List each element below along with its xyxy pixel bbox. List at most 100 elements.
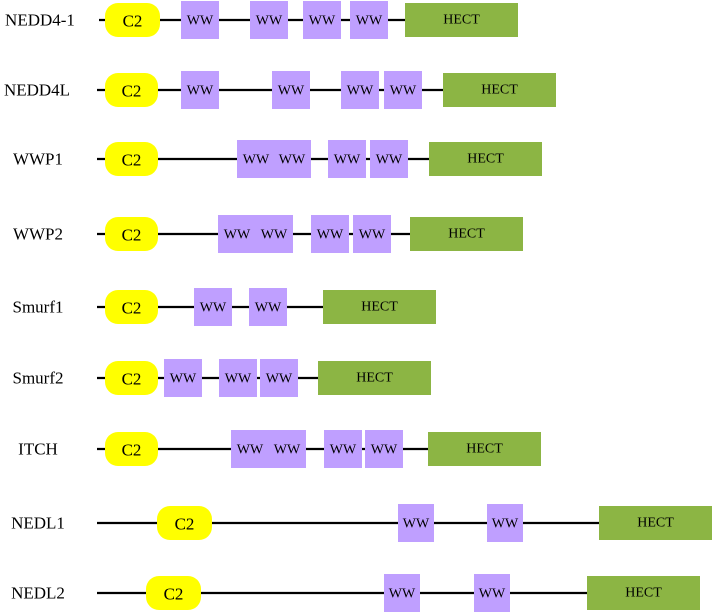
ww-domain — [181, 71, 219, 109]
hect-domain — [428, 432, 541, 466]
ww-domain — [384, 71, 422, 109]
ww-domain-label: WW — [274, 443, 301, 458]
ww-domain — [260, 359, 298, 397]
protein-name: NEDL1 — [11, 514, 65, 533]
c2-domain — [157, 506, 212, 540]
ww-domain — [487, 504, 523, 542]
ww-domain-label: WW — [170, 372, 197, 387]
ww-domain — [218, 215, 256, 253]
c2-domain-label: C2 — [122, 226, 142, 245]
ww-domain — [249, 288, 287, 326]
c2-domain — [105, 217, 158, 251]
hect-domain — [429, 142, 542, 176]
ww-domain — [474, 574, 510, 612]
ww-domain-label: WW — [479, 587, 506, 602]
protein-row-nedd4-1: NEDD4-1 C2 WW WW WW WW HECT — [5, 1, 518, 39]
ww-domain — [370, 140, 408, 178]
ww-domain-label: WW — [334, 153, 361, 168]
ww-domain-label: WW — [371, 443, 398, 458]
hect-domain — [318, 361, 431, 395]
ww-domain-label: WW — [279, 153, 306, 168]
ww-domain — [398, 504, 434, 542]
ww-domain — [272, 71, 310, 109]
ww-domain-label: WW — [266, 372, 293, 387]
ww-domain — [237, 140, 275, 178]
protein-name: WWP1 — [13, 150, 63, 169]
protein-row-nedl2: NEDL2 C2 WW WW HECT — [11, 574, 700, 612]
hect-domain — [599, 506, 712, 540]
protein-name: Smurf2 — [13, 369, 64, 388]
hect-domain-label: HECT — [625, 586, 662, 601]
hect-domain — [405, 3, 518, 37]
ww-domain — [273, 140, 311, 178]
hect-domain — [410, 217, 523, 251]
protein-row-smurf1: Smurf1 C2 WW WW HECT — [13, 288, 436, 326]
protein-name: Smurf1 — [13, 298, 64, 317]
ww-domain — [255, 215, 293, 253]
ww-domain — [350, 1, 388, 39]
ww-domain-label: WW — [200, 301, 227, 316]
ww-domain-label: WW — [261, 228, 288, 243]
c2-domain-label: C2 — [123, 12, 143, 31]
protein-name: NEDD4L — [4, 81, 70, 100]
protein-name: NEDL2 — [11, 584, 65, 603]
ww-domain — [219, 359, 257, 397]
ww-domain — [328, 140, 366, 178]
c2-domain — [105, 142, 158, 176]
ww-domain-label: WW — [187, 14, 214, 29]
c2-domain — [105, 290, 158, 324]
protein-name: ITCH — [18, 440, 58, 459]
hect-domain-label: HECT — [443, 13, 480, 28]
hect-domain — [323, 290, 436, 324]
ww-domain — [311, 215, 349, 253]
c2-domain-label: C2 — [122, 82, 142, 101]
ww-domain-label: WW — [309, 14, 336, 29]
ww-domain-label: WW — [389, 587, 416, 602]
c2-domain-label: C2 — [122, 151, 142, 170]
c2-domain — [105, 361, 158, 395]
hect-domain-label: HECT — [481, 83, 518, 98]
c2-domain-label: C2 — [175, 515, 195, 534]
ww-domain — [341, 71, 379, 109]
ww-domain-label: WW — [256, 14, 283, 29]
ww-domain — [384, 574, 420, 612]
hect-domain-label: HECT — [466, 442, 503, 457]
ww-domain — [231, 430, 269, 468]
hect-domain-label: HECT — [467, 152, 504, 167]
c2-domain — [105, 3, 160, 37]
ww-domain-label: WW — [278, 84, 305, 99]
c2-domain-label: C2 — [122, 441, 142, 460]
ww-domain-label: WW — [224, 228, 251, 243]
ww-domain — [365, 430, 403, 468]
ww-domain — [164, 359, 202, 397]
ww-domain-label: WW — [390, 84, 417, 99]
ww-domain — [324, 430, 362, 468]
ww-domain-label: WW — [359, 228, 386, 243]
ww-domain-label: WW — [225, 372, 252, 387]
ww-domain-label: WW — [255, 301, 282, 316]
ww-domain-label: WW — [492, 517, 519, 532]
ww-domain-label: WW — [356, 14, 383, 29]
protein-name: NEDD4-1 — [5, 11, 75, 30]
hect-domain-label: HECT — [356, 371, 393, 386]
hect-domain-label: HECT — [361, 300, 398, 315]
c2-domain — [105, 73, 158, 107]
protein-row-smurf2: Smurf2 C2 WW WW WW HECT — [13, 359, 431, 397]
ww-domain-label: WW — [237, 443, 264, 458]
ww-domain — [250, 1, 288, 39]
ww-domain — [353, 215, 391, 253]
hect-domain-label: HECT — [448, 227, 485, 242]
ww-domain — [303, 1, 341, 39]
hect-domain — [443, 73, 556, 107]
c2-domain-label: C2 — [122, 370, 142, 389]
c2-domain-label: C2 — [122, 299, 142, 318]
ww-domain — [268, 430, 306, 468]
protein-name: WWP2 — [13, 225, 63, 244]
ww-domain-label: WW — [243, 153, 270, 168]
c2-domain-label: C2 — [164, 585, 184, 604]
